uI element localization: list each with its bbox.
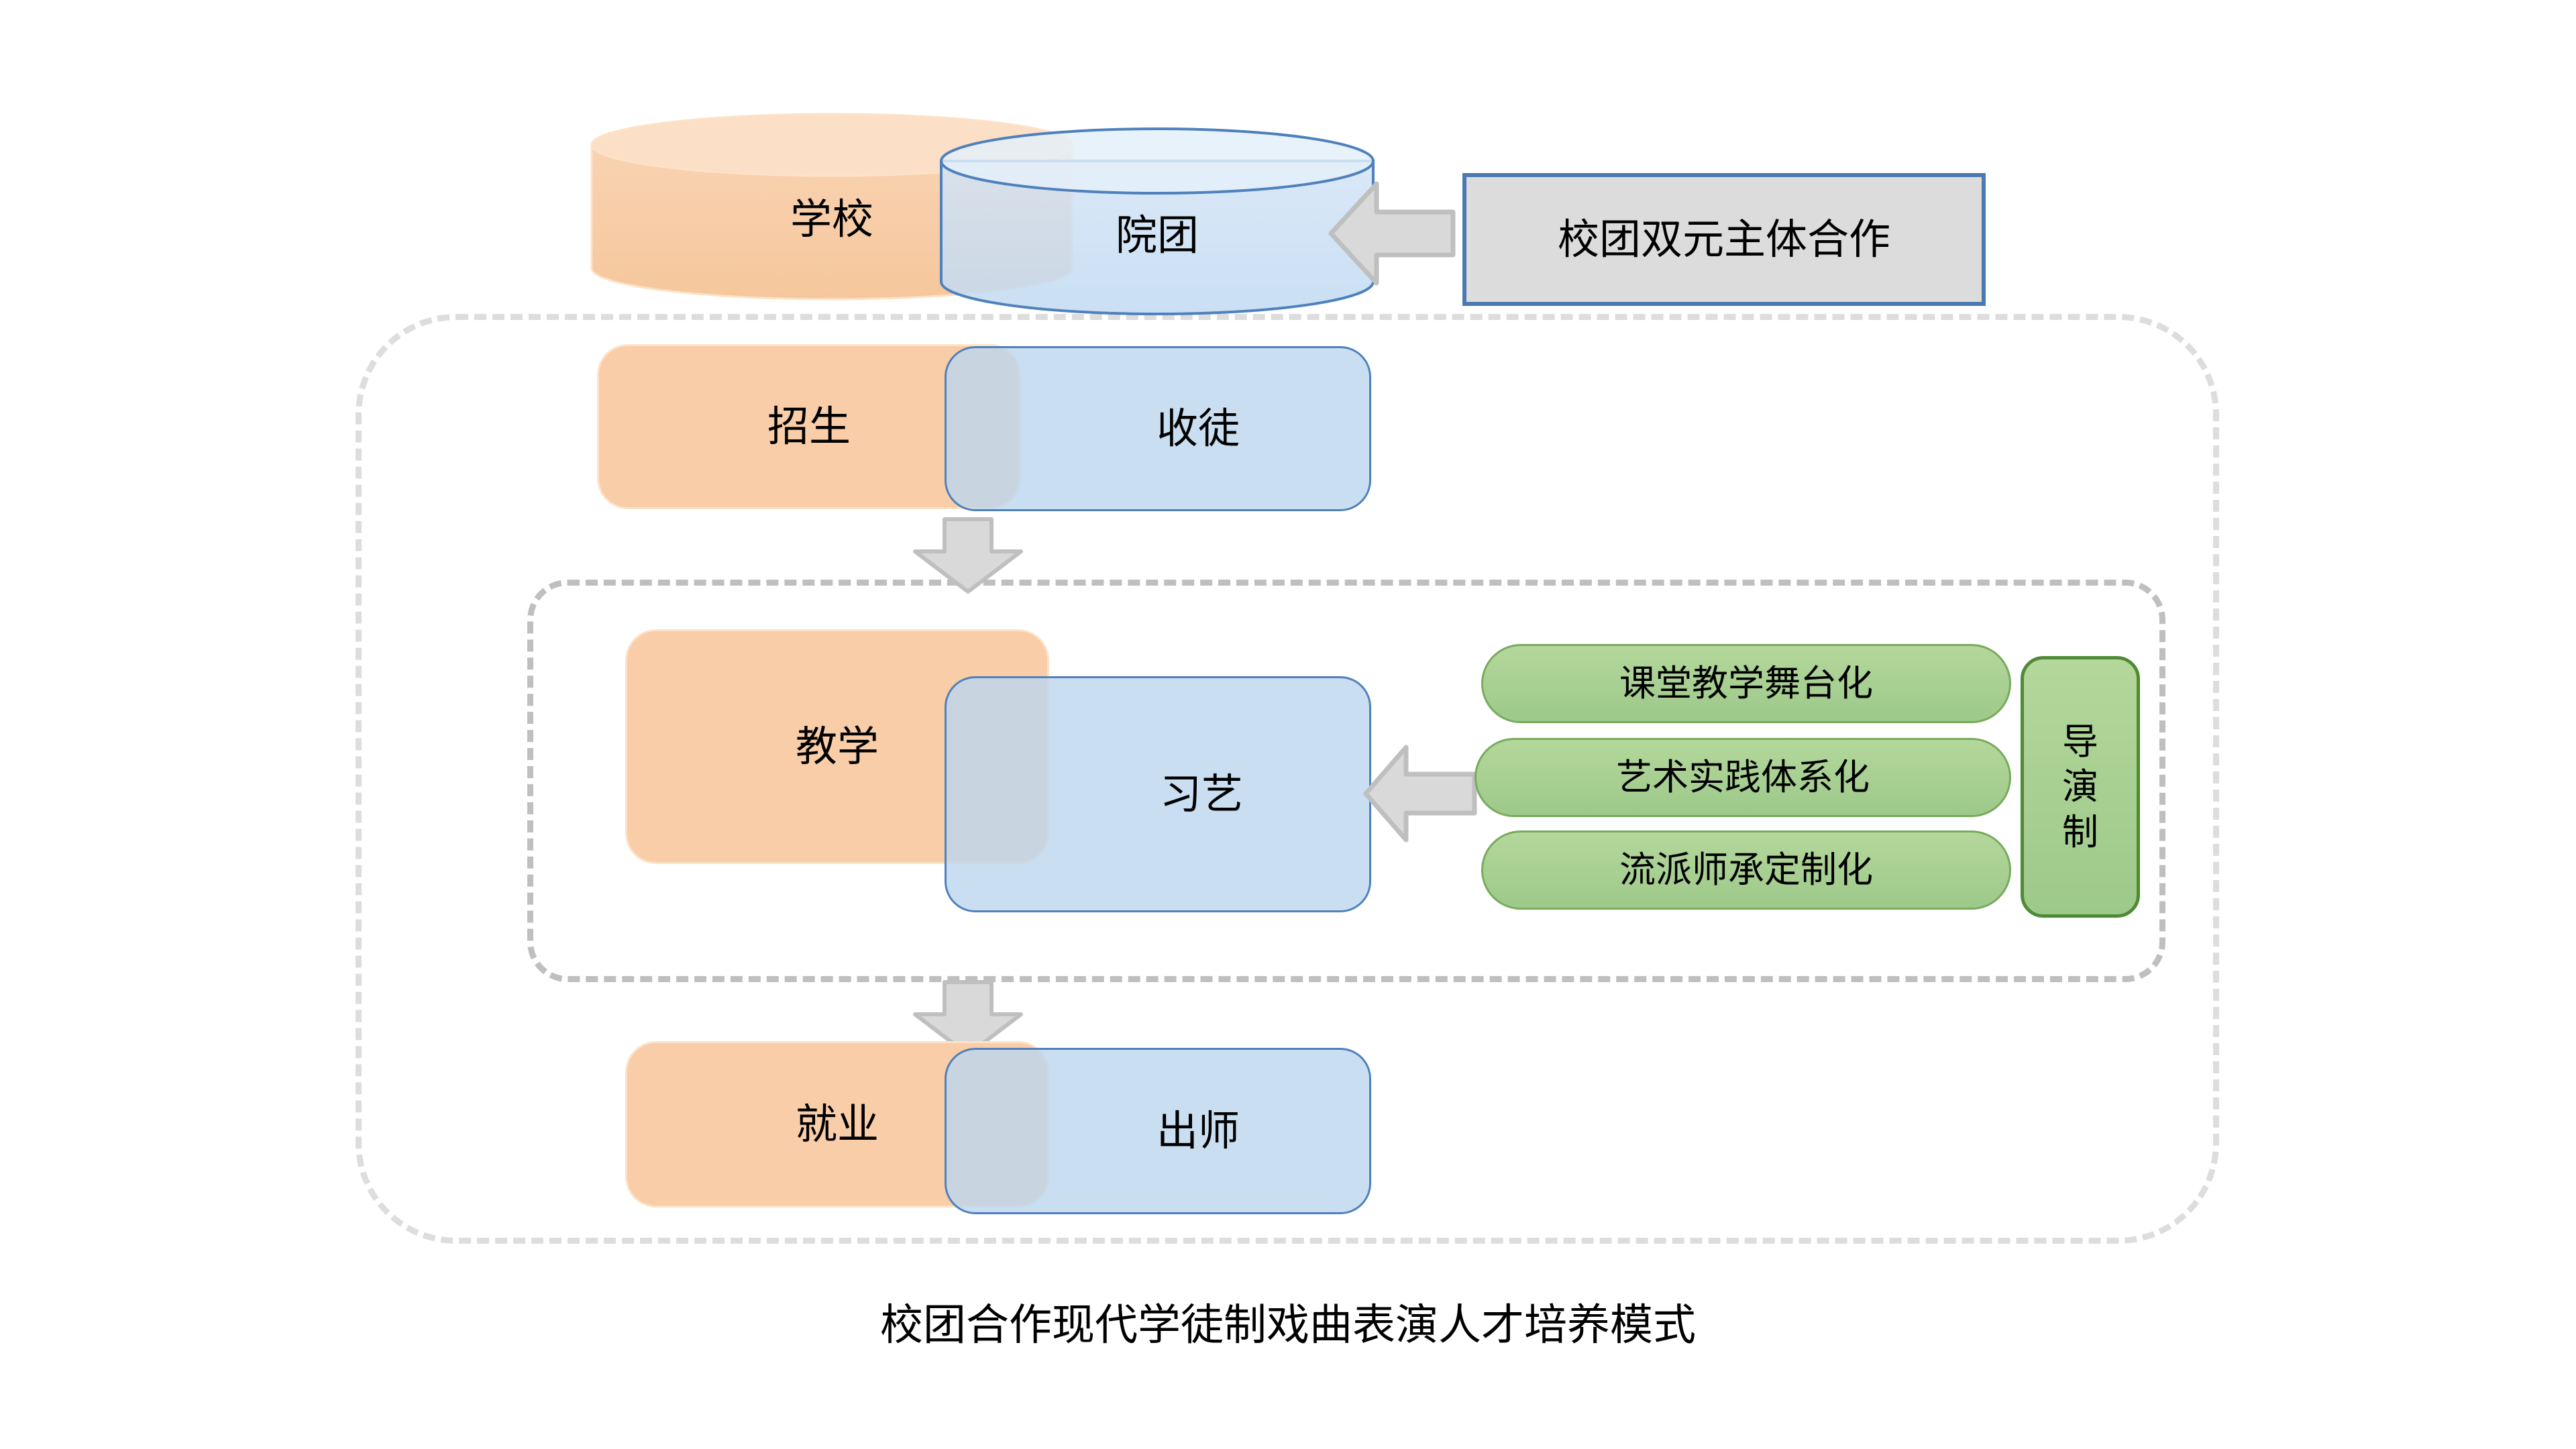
outer-apprenticeship-frame (356, 314, 2219, 1244)
cylinder-troupe-label: 院团 (1115, 211, 1199, 260)
box-recruit-school-label: 招生 (767, 402, 851, 451)
director-char-2: 演 (2062, 765, 2098, 808)
pill-classroom-stage[interactable]: 课堂教学舞台化 (1481, 644, 2011, 723)
pill-0-label: 课堂教学舞台化 (1619, 662, 1873, 704)
director-char-3: 制 (2062, 810, 2098, 853)
arrow-down-learning-to-graduate-icon (911, 979, 1025, 1057)
arrow-left-pills-to-learning-icon (1363, 743, 1477, 844)
cylinder-troupe[interactable]: 院团 (939, 127, 1375, 317)
box-recruit-troupe-label: 收徒 (1156, 404, 1240, 453)
figure-caption: 校团合作现代学徒制戏曲表演人才培养模式 (880, 1301, 1696, 1350)
director-char-1: 导 (2062, 720, 2098, 763)
box-learning-troupe-label: 习艺 (1159, 769, 1243, 818)
box-graduate-troupe-label: 出师 (1156, 1106, 1240, 1155)
cylinder-school-label: 学校 (790, 195, 873, 244)
box-recruit-troupe[interactable]: 收徒 (945, 346, 1371, 511)
pill-1-label: 艺术实践体系化 (1616, 756, 1870, 798)
box-learning-school-label: 教学 (795, 722, 879, 771)
pill-school-inheritance-custom[interactable]: 流派师承定制化 (1481, 830, 2011, 910)
pill-2-label: 流派师承定制化 (1619, 849, 1873, 891)
note-dual-subject-cooperation[interactable]: 校团双元主体合作 (1462, 173, 1986, 306)
pill-art-practice-system[interactable]: 艺术实践体系化 (1474, 738, 2011, 817)
inner-teaching-frame (527, 580, 2165, 982)
box-director-system[interactable]: 导 演 制 (2021, 656, 2140, 918)
note-label: 校团双元主体合作 (1557, 215, 1890, 264)
box-graduate-troupe[interactable]: 出师 (945, 1048, 1371, 1214)
box-learning-troupe[interactable]: 习艺 (945, 676, 1371, 912)
arrow-down-recruit-to-learning-icon (911, 517, 1025, 594)
box-graduate-school-label: 就业 (795, 1099, 879, 1148)
arrow-left-note-to-troupe-icon (1328, 180, 1456, 287)
